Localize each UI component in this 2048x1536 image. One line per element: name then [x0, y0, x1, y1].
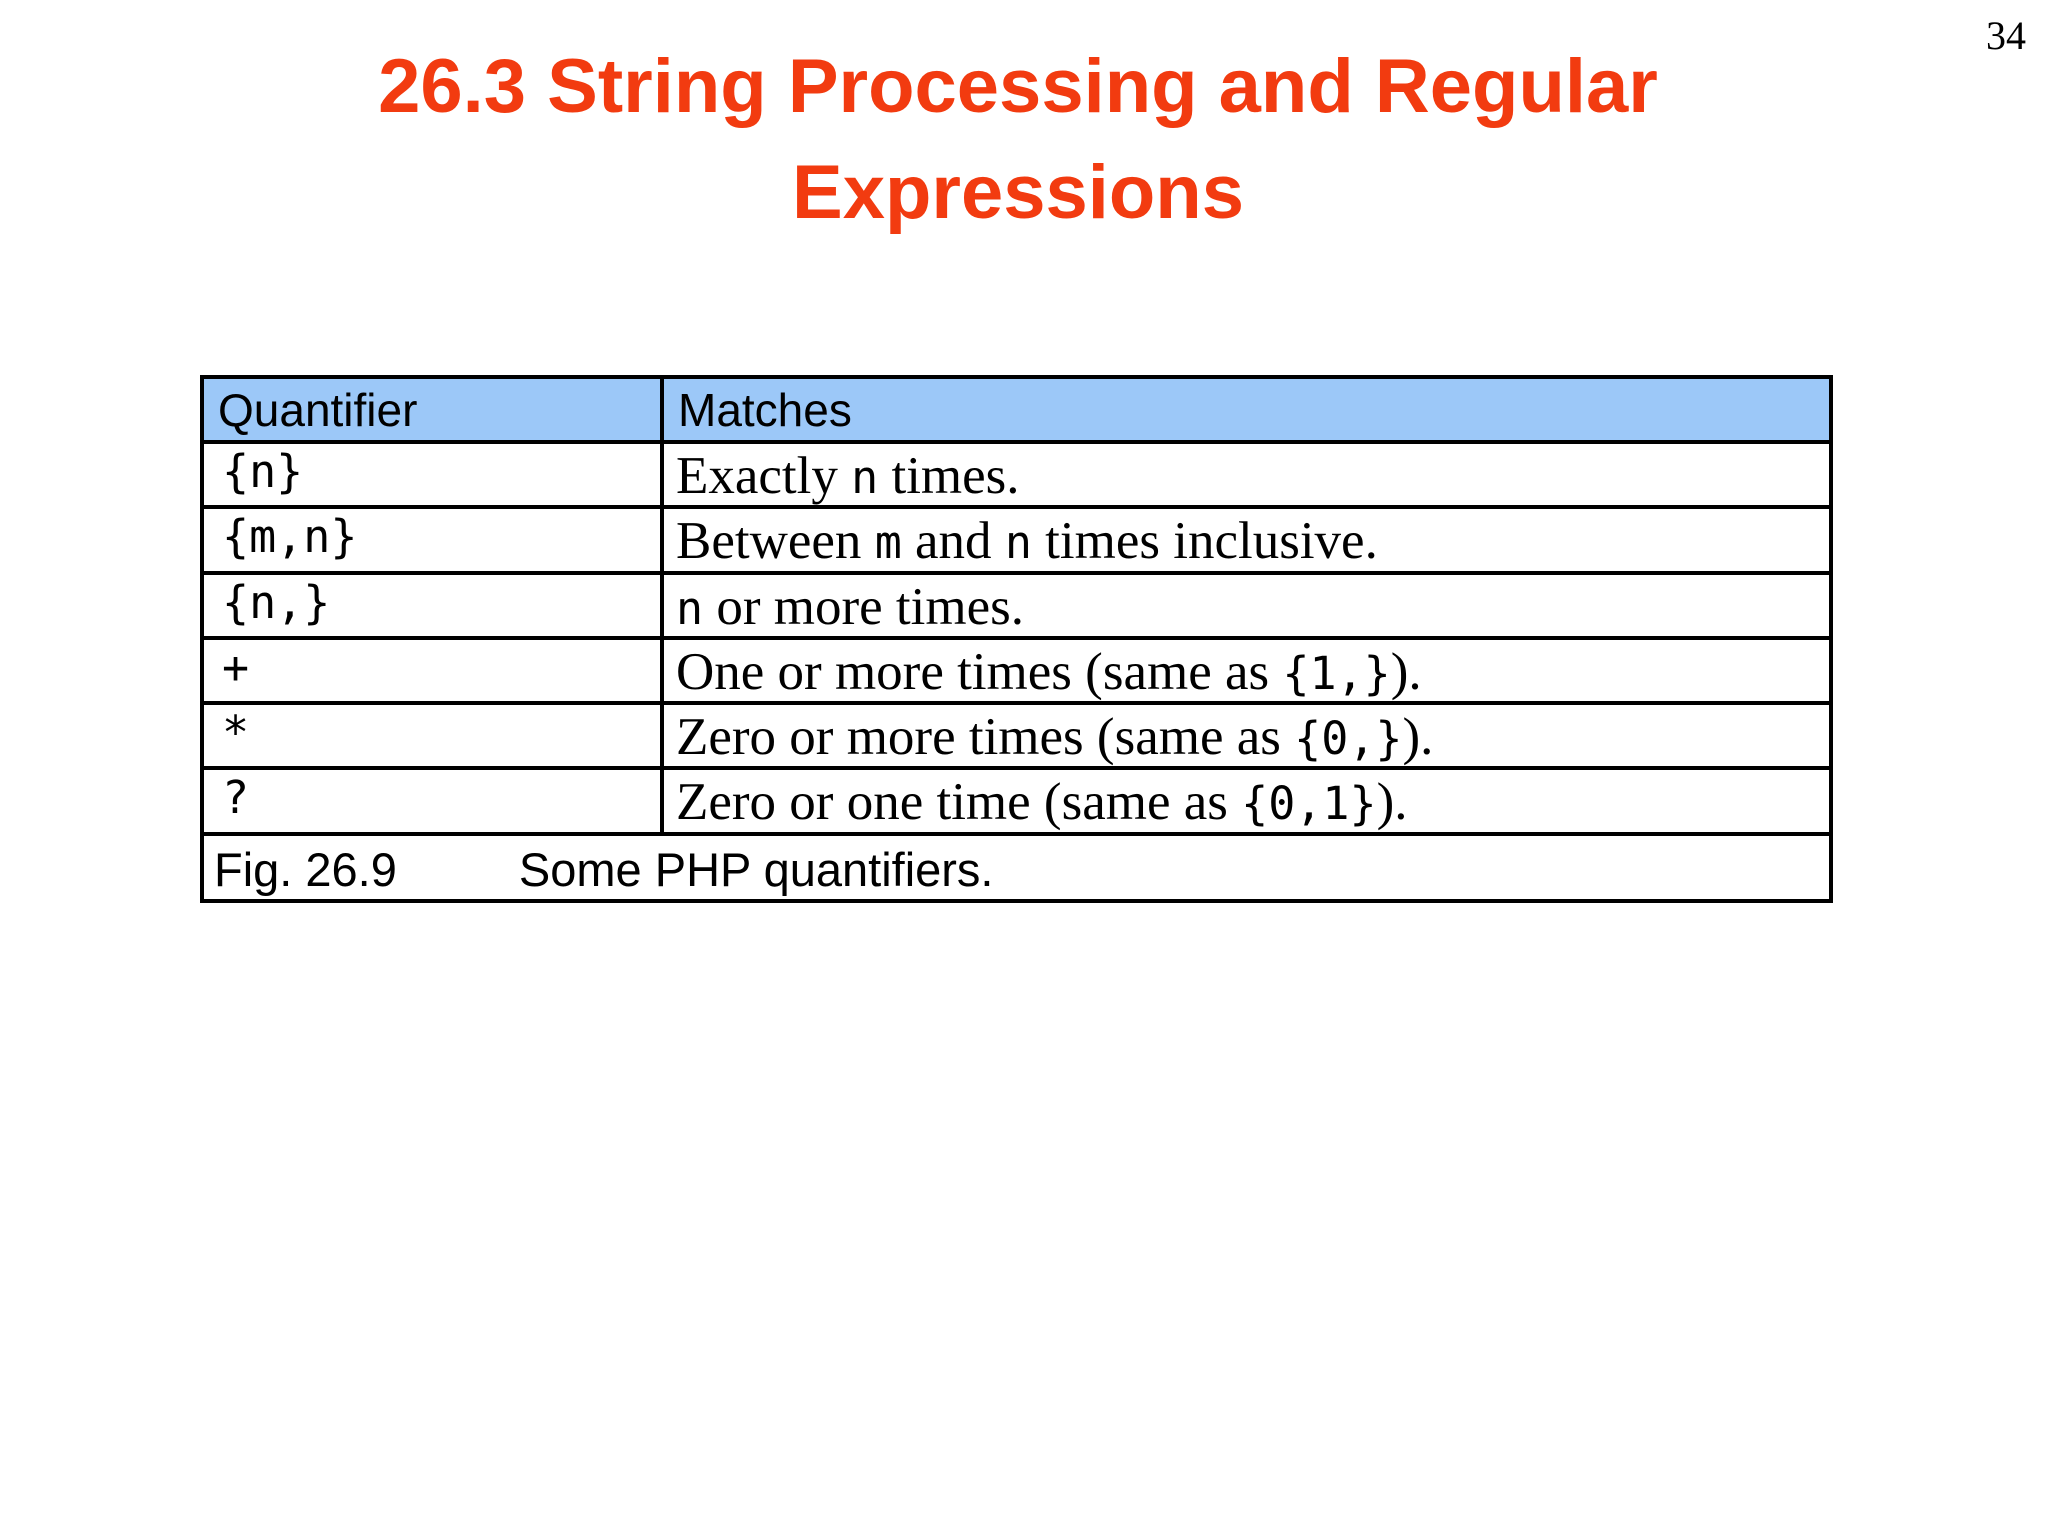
text-segment: ). [1402, 708, 1434, 767]
slide-title-line-2: Expressions [792, 150, 1244, 235]
quantifier-cell: {n,} [200, 570, 664, 640]
inline-code: n [851, 451, 879, 504]
matches-cell: One or more times (same as {1,}). [660, 635, 1833, 706]
quantifier-cell: {m,n} [200, 505, 664, 575]
page-number: 34 [1986, 13, 2026, 58]
matches-cell: n or more times. [660, 570, 1833, 640]
matches-cell: Zero or more times (same as {0,}). [660, 701, 1833, 771]
inline-code: n [676, 581, 704, 635]
inline-code: {0,} [1294, 712, 1403, 766]
table-caption-cell: Fig. 26.9 Some PHP quantifiers. [200, 831, 1833, 903]
quantifier-table: Quantifier Matches {n}Exactly n times.{m… [200, 375, 1833, 903]
quantifier-cell: {n} [200, 439, 664, 510]
quantifier-cell: ? [200, 766, 664, 836]
matches-cell: Zero or one time (same as {0,1}). [660, 766, 1833, 836]
quantifier-cell: + [200, 635, 664, 706]
table-row: {m,n}Between m and n times inclusive. [200, 505, 1833, 575]
slide-title-line-1: 26.3 String Processing and Regular [378, 44, 1658, 129]
text-segment: Between [676, 512, 875, 571]
figure-caption-text: Some PHP quantifiers. [518, 842, 994, 896]
text-segment: Zero or more times (same as [676, 708, 1295, 767]
table-row: {n,}n or more times. [200, 570, 1833, 640]
inline-code: n [1004, 516, 1032, 570]
column-header-quantifier: Quantifier [200, 375, 664, 444]
slide-title: 26.3 String Processing and Regular Expre… [0, 34, 2036, 246]
text-segment: One or more times (same as [676, 642, 1283, 701]
text-segment: times inclusive. [1031, 512, 1378, 571]
matches-cell: Exactly n times. [660, 439, 1833, 510]
figure-label: Fig. 26.9 [214, 842, 397, 896]
table-row: ?Zero or one time (same as {0,1}). [200, 766, 1833, 836]
text-segment: times. [878, 447, 1020, 505]
text-segment: and [901, 512, 1005, 571]
inline-code: m [874, 516, 902, 570]
column-header-matches: Matches [660, 375, 1833, 444]
table-row: *Zero or more times (same as {0,}). [200, 701, 1833, 771]
table-header-row: Quantifier Matches [200, 375, 1833, 444]
quantifier-cell: * [200, 701, 664, 771]
text-segment: ). [1390, 642, 1422, 701]
table-row: +One or more times (same as {1,}). [200, 635, 1833, 706]
inline-code: {1,} [1282, 646, 1391, 700]
text-segment: ). [1376, 773, 1408, 832]
table-row: {n}Exactly n times. [200, 439, 1833, 510]
inline-code: {0,1} [1241, 777, 1377, 831]
quantifier-table-body: {n}Exactly n times.{m,n}Between m and n … [200, 439, 1833, 836]
text-segment: or more times. [703, 577, 1024, 636]
table-caption-row: Fig. 26.9 Some PHP quantifiers. [200, 831, 1833, 903]
matches-cell: Between m and n times inclusive. [660, 505, 1833, 575]
text-segment: Exactly [676, 447, 852, 505]
text-segment: Zero or one time (same as [676, 773, 1242, 832]
